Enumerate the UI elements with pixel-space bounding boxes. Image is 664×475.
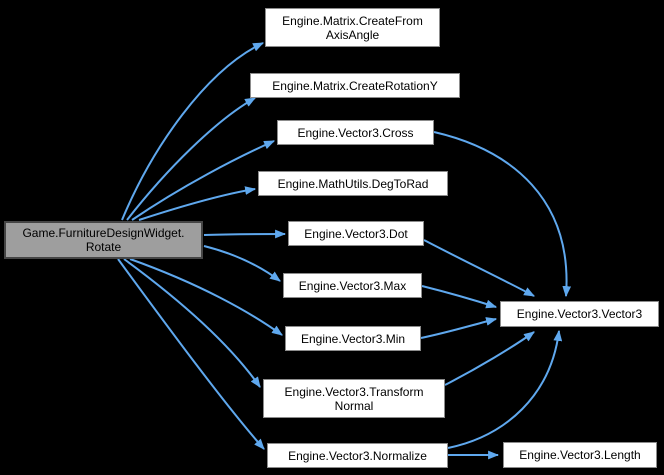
node-label-line: Engine.Vector3.Min [300,331,406,346]
node-engine-vector3-max[interactable]: Engine.Vector3.Max [283,273,422,298]
edge-rotate-to-max [203,245,281,282]
node-label-line: Engine.Vector3.Cross [297,125,414,140]
edge-max-to-vector3 [421,285,498,309]
node-label-line: Engine.MathUtils.DegToRad [277,176,429,191]
node-engine-vector3-min[interactable]: Engine.Vector3.Min [285,326,421,351]
node-engine-vector3-length[interactable]: Engine.Vector3.Length [503,442,657,468]
edge-rotate-to-createfromaxisangle [121,42,264,221]
edge-cross-to-vector3 [433,131,572,298]
node-engine-vector3-transformnormal[interactable]: Engine.Vector3.Transform Normal [263,379,445,418]
node-engine-matrix-createfromaxisangle[interactable]: Engine.Matrix.CreateFrom AxisAngle [265,8,440,47]
node-label-line: Engine.Matrix.CreateRotationY [272,78,438,93]
edge-rotate-to-normalize [117,258,265,450]
node-label-line: Engine.Vector3.Normalize [288,448,427,463]
node-label-line: Game.FurnitureDesignWidget. [22,226,185,240]
edge-rotate-to-min [129,258,283,336]
node-label-line: Engine.Vector3.Dot [304,226,408,241]
node-label-line: Normal [334,398,374,413]
node-engine-vector3-vector3[interactable]: Engine.Vector3.Vector3 [500,301,659,327]
node-label-line: AxisAngle [325,27,380,42]
edge-dot-to-vector3 [423,239,535,297]
edge-transformnormal-to-vector3 [444,331,535,386]
edge-rotate-to-createrotationy [126,97,256,221]
node-label-line: Engine.Vector3.Length [519,448,641,462]
edge-normalize-to-vector3 [447,329,563,449]
node-label-line: Engine.Matrix.CreateFrom [282,13,423,28]
node-engine-mathutils-degtorad[interactable]: Engine.MathUtils.DegToRad [258,171,448,196]
edge-rotate-to-dot [203,229,287,239]
edge-rotate-to-cross [131,140,276,221]
edge-rotate-to-degtorad [138,186,257,221]
edge-min-to-vector3 [420,317,498,339]
node-engine-vector3-normalize[interactable]: Engine.Vector3.Normalize [267,443,448,468]
node-engine-vector3-cross[interactable]: Engine.Vector3.Cross [277,120,434,145]
node-label-line: Engine.Vector3.Vector3 [516,307,643,321]
node-label-line: Engine.Vector3.Transform [284,384,424,399]
node-label-line: Engine.Vector3.Max [298,278,407,293]
node-engine-vector3-dot[interactable]: Engine.Vector3.Dot [288,221,424,246]
node-game-furnituredesignwidget-rotate: Game.FurnitureDesignWidget. Rotate [4,221,203,259]
node-engine-matrix-createrotationy[interactable]: Engine.Matrix.CreateRotationY [250,73,460,98]
node-label-line: Rotate [85,240,122,254]
edge-rotate-to-transformnormal [123,258,261,388]
